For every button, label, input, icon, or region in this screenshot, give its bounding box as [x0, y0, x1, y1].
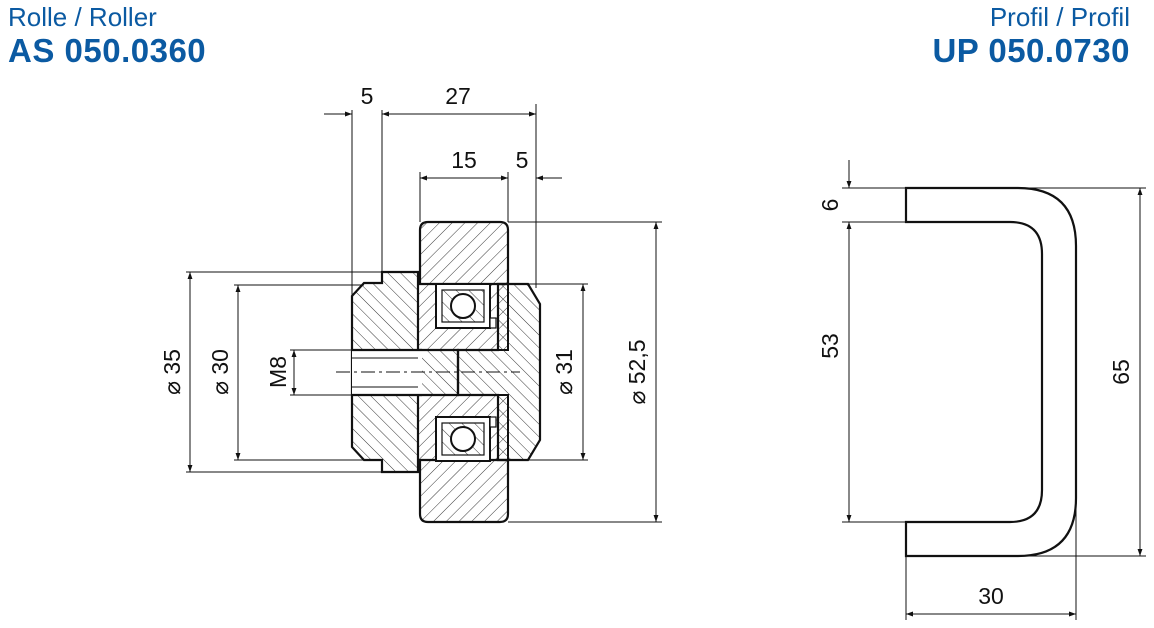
dim-5-top: 5 — [361, 83, 374, 109]
roller-tyre — [418, 220, 510, 286]
dim-30: 30 — [978, 583, 1004, 609]
dim-65: 65 — [1108, 359, 1134, 385]
profile-header: Profil / Profil UP 050.0730 — [932, 2, 1130, 70]
roller-section: 5 27 15 5 ⌀ 35 ⌀ 30 M8 ⌀ 31 ⌀ 52,5 — [159, 83, 662, 524]
dim-phi30: ⌀ 30 — [207, 349, 233, 395]
dim-phi35: ⌀ 35 — [159, 349, 185, 395]
bearing-bottom — [435, 416, 497, 462]
dim-53: 53 — [817, 333, 843, 359]
dim-m8: M8 — [265, 356, 291, 388]
u-profile — [904, 186, 1078, 558]
profile-section: 6 53 65 30 — [817, 160, 1146, 620]
dim-15: 15 — [451, 147, 477, 173]
profile-subtitle: Profil / Profil — [989, 2, 1130, 32]
dim-phi31: ⌀ 31 — [551, 349, 577, 395]
dim-27: 27 — [445, 83, 471, 109]
dim-phi52: ⌀ 52,5 — [624, 339, 650, 404]
profile-code: UP 050.0730 — [932, 32, 1130, 69]
roller-header: Rolle / Roller AS 050.0360 — [8, 2, 206, 70]
roller-code: AS 050.0360 — [8, 32, 207, 69]
roller-subtitle: Rolle / Roller — [8, 2, 157, 32]
dim-6: 6 — [817, 199, 843, 212]
dim-5-mid: 5 — [516, 147, 529, 173]
bearing-top — [435, 283, 497, 329]
